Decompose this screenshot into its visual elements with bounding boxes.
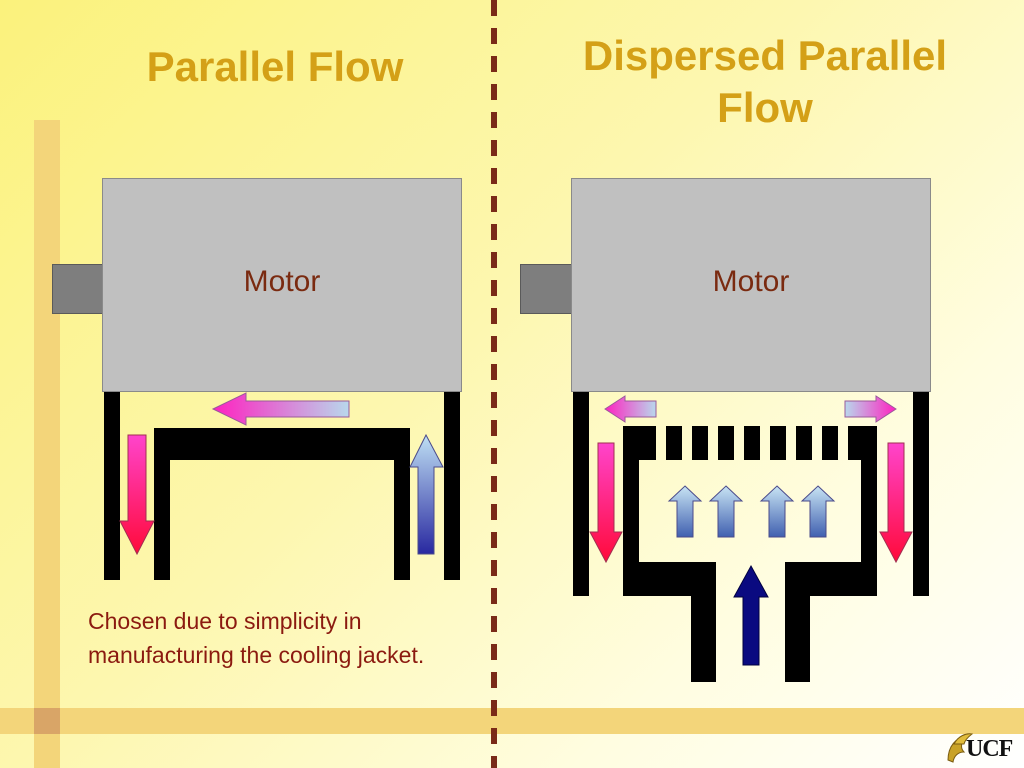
motor-label: Motor	[712, 265, 790, 298]
decorative-bar-crossing	[34, 708, 60, 734]
inlet-pipe-right-wall	[785, 562, 810, 682]
jacket-outer-wall-left	[104, 392, 120, 580]
ucf-logo: UCF	[944, 730, 1024, 768]
caption-text: Chosen due to simplicity in manufacturin…	[88, 608, 425, 668]
jacket-top-segment	[636, 426, 656, 460]
flow-arrow-left-return	[211, 392, 350, 426]
jacket-top-segment	[848, 426, 868, 460]
motor-shaft	[520, 264, 572, 314]
flow-arrow-up-right	[409, 433, 444, 555]
jacket-inner-wall-right	[394, 428, 410, 580]
title-line-1: Dispersed Parallel	[582, 32, 948, 79]
motor-block: Motor	[571, 178, 931, 392]
flow-arrow-left-outlet	[604, 395, 657, 423]
flow-arrow-up-dispersed	[800, 485, 836, 538]
inlet-pipe-left-wall	[691, 562, 716, 682]
flow-arrow-down-right	[879, 442, 913, 564]
jacket-outer-wall-right	[913, 392, 929, 596]
jacket-top-segment	[692, 426, 708, 460]
jacket-outer-wall-right	[444, 392, 460, 580]
jacket-top-segment	[822, 426, 838, 460]
jacket-top-segment	[796, 426, 812, 460]
jacket-inner-wall-right	[861, 426, 877, 596]
jacket-inner-wall-left	[154, 428, 170, 580]
flow-arrow-up-dispersed	[759, 485, 795, 538]
jacket-top-segment	[770, 426, 786, 460]
jacket-inner-wall-left	[623, 426, 639, 596]
flow-arrow-up-dispersed	[708, 485, 744, 538]
jacket-top-segment	[718, 426, 734, 460]
flow-arrow-down-left	[589, 442, 623, 564]
flow-arrow-up-dispersed	[667, 485, 703, 538]
decorative-vertical-bar	[34, 120, 60, 768]
flow-arrow-down-left	[119, 434, 155, 556]
jacket-top-segment	[666, 426, 682, 460]
pegasus-icon	[947, 733, 974, 763]
dashed-divider	[491, 0, 497, 768]
jacket-top-segment	[744, 426, 760, 460]
jacket-outer-wall-left	[573, 392, 589, 596]
logo-text: UCF	[966, 736, 1013, 762]
title-dispersed-parallel-flow: Dispersed Parallel Flow	[510, 30, 1020, 134]
decorative-horizontal-bar	[0, 708, 1024, 734]
title-line-2: Flow	[717, 84, 813, 131]
flow-arrow-inlet	[733, 564, 769, 666]
jacket-inner-top	[154, 428, 410, 460]
motor-label: Motor	[243, 265, 321, 298]
motor-block: Motor	[102, 178, 462, 392]
title-parallel-flow: Parallel Flow	[146, 43, 404, 90]
flow-arrow-right-outlet	[844, 395, 897, 423]
